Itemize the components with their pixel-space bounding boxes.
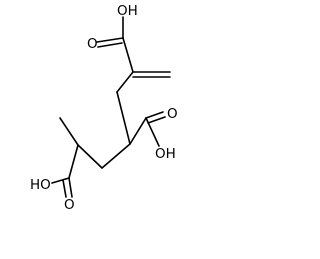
bond-c1-o-top-b (97, 42, 123, 48)
bond-c4-c5 (129, 117, 147, 145)
atom-label-o-top: O (87, 36, 98, 52)
bond-c6-c7 (77, 144, 103, 169)
bond-c7-methyl (59, 117, 79, 146)
atom-label-o-mid: O (167, 106, 178, 122)
bond-c8-o-bottom-a (68, 177, 73, 198)
bond-c8-o-bottom-b (62, 179, 67, 198)
bond-c1-c2 (122, 37, 134, 73)
bond-c5-oh-mid (145, 117, 160, 147)
bond-lines (51, 16, 171, 198)
bond-c8-oh-bottom (51, 177, 70, 184)
bond-c1-o-top-a (96, 37, 124, 43)
atom-label-oh-top: OH (117, 3, 138, 19)
atom-label-oh-bottom: HO (30, 177, 51, 193)
atom-label-o-bottom: O (64, 197, 75, 213)
bond-c4-c6 (101, 143, 131, 169)
bond-c3-c4 (116, 91, 131, 145)
bond-c7-c8 (68, 144, 79, 179)
bond-c5-o-mid-b (147, 116, 166, 124)
chemical-structure: OH O O OH HO O (30, 3, 178, 213)
atom-label-oh-mid: OH (155, 146, 176, 162)
structure-canvas: OH O O OH HO O (30, 3, 178, 213)
atom-labels: OH O O OH HO O (30, 3, 178, 213)
bond-c2-c3 (116, 71, 134, 93)
bond-c5-o-mid-a (145, 111, 164, 119)
